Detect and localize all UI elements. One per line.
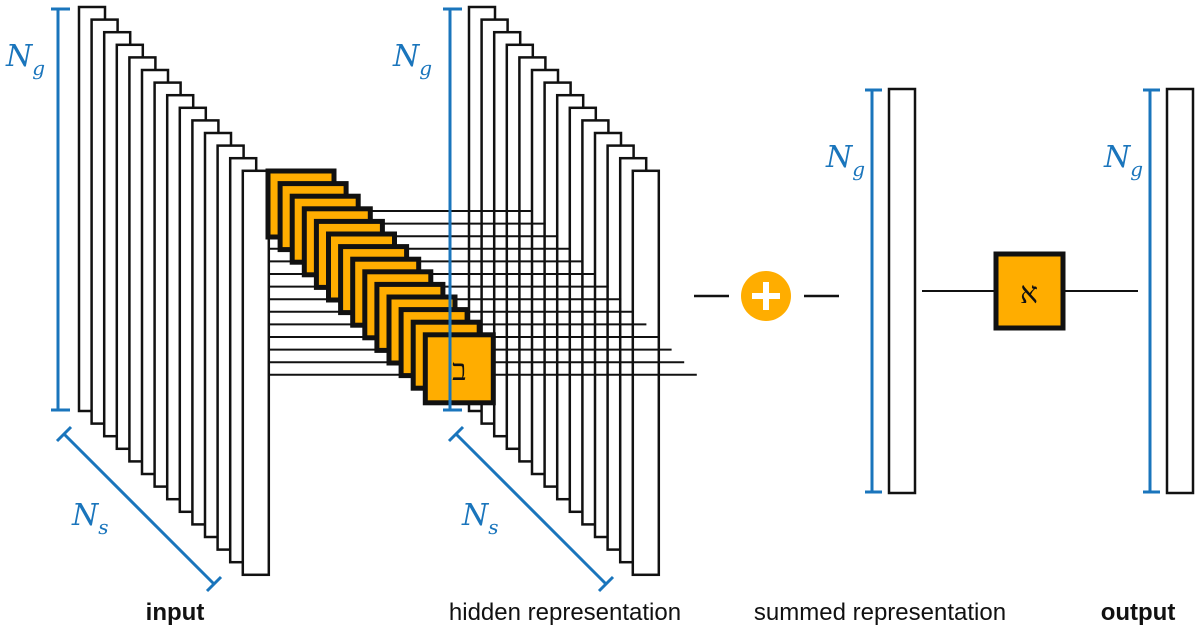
output-genes-bracket — [1143, 88, 1160, 494]
caption-input: input — [146, 599, 205, 626]
hidden-samples-label: Ns — [461, 498, 499, 539]
input-sample-layer — [241, 169, 271, 577]
hidden-stack — [467, 5, 661, 577]
plus-circle-icon — [741, 271, 791, 321]
summed-genes-bracket — [865, 88, 882, 494]
input-genes-label: Ng — [5, 39, 45, 80]
caption-summed: summed representation — [754, 599, 1006, 626]
input-genes-bracket — [51, 7, 70, 412]
aleph-module: א — [993, 251, 1066, 331]
input-samples-bracket — [55, 425, 223, 593]
hidden-samples-bracket — [447, 425, 615, 593]
bet-module-stack: ב — [265, 168, 496, 406]
input-samples-label: Ns — [71, 498, 109, 539]
summed-genes-label: Ng — [825, 140, 865, 181]
bet-module: ב — [422, 332, 496, 406]
caption-hidden: hidden representation — [449, 599, 681, 626]
summed-representation-bar — [887, 87, 917, 495]
input-stack — [77, 5, 271, 577]
aleph-symbol: א — [1020, 276, 1038, 311]
output-bar — [1165, 87, 1195, 495]
output-genes-label: Ng — [1103, 140, 1143, 181]
bet-symbol: ב — [452, 353, 466, 388]
hidden-genes-bracket — [443, 7, 462, 412]
caption-output: output — [1101, 599, 1176, 626]
bet-module-box — [422, 332, 496, 406]
hidden-sample-layer — [631, 169, 661, 577]
hidden-genes-label: Ng — [392, 39, 432, 80]
